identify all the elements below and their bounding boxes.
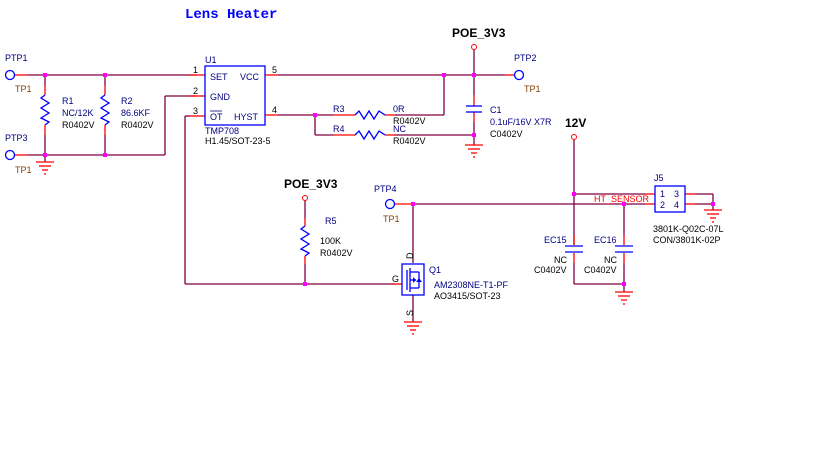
test-point-ptp1[interactable]: PTP1 TP1: [4, 53, 32, 94]
ground-icon: [704, 209, 722, 223]
svg-text:VCC: VCC: [240, 72, 260, 82]
svg-text:0.1uF/16V X7R: 0.1uF/16V X7R: [490, 117, 552, 127]
svg-text:CON/3801K-02P: CON/3801K-02P: [653, 235, 721, 245]
svg-text:3801K-Q02C-07L: 3801K-Q02C-07L: [653, 224, 724, 234]
test-point-ptp2[interactable]: PTP2 TP1: [513, 53, 541, 94]
svg-text:C0402V: C0402V: [584, 265, 617, 275]
svg-text:PTP2: PTP2: [514, 53, 537, 63]
power-port-poe-3v3-top: POE_3V3: [452, 26, 506, 50]
svg-text:PTP3: PTP3: [5, 133, 28, 143]
svg-text:NC: NC: [393, 124, 406, 134]
svg-text:C1: C1: [490, 105, 502, 115]
net-label-ht-sensor: HT_SENSOR: [594, 194, 650, 204]
svg-text:D: D: [405, 252, 415, 259]
svg-text:5: 5: [272, 65, 277, 75]
svg-text:100K: 100K: [320, 236, 341, 246]
svg-text:R3: R3: [333, 104, 345, 114]
svg-text:1: 1: [193, 65, 198, 75]
resistor-r3[interactable]: R3 0R R0402V: [333, 104, 426, 126]
svg-text:SET: SET: [210, 72, 228, 82]
svg-text:12V: 12V: [565, 116, 586, 130]
svg-text:H1.45/SOT-23-5: H1.45/SOT-23-5: [205, 136, 271, 146]
ground-icon: [404, 321, 422, 335]
svg-text:TP1: TP1: [15, 84, 32, 94]
svg-text:NC: NC: [604, 255, 617, 265]
svg-text:0R: 0R: [393, 104, 405, 114]
svg-text:GND: GND: [210, 92, 231, 102]
ic-u1-tmp708[interactable]: U1 1 2 3 4 5 SET GND OT HYST VCC TMP708 …: [193, 55, 277, 146]
svg-text:TP1: TP1: [15, 165, 32, 175]
svg-text:R0402V: R0402V: [62, 120, 95, 130]
svg-text:TP1: TP1: [524, 84, 541, 94]
svg-text:3: 3: [193, 106, 198, 116]
svg-text:4: 4: [674, 200, 679, 210]
svg-text:OT: OT: [210, 112, 223, 122]
svg-text:TP1: TP1: [383, 214, 400, 224]
svg-text:R5: R5: [325, 216, 337, 226]
svg-text:NC/12K: NC/12K: [62, 108, 94, 118]
svg-text:R0402V: R0402V: [393, 136, 426, 146]
svg-text:POE_3V3: POE_3V3: [452, 26, 506, 40]
svg-text:2: 2: [660, 200, 665, 210]
svg-text:PTP4: PTP4: [374, 184, 397, 194]
power-port-12v: 12V: [565, 116, 586, 140]
svg-text:HYST: HYST: [234, 112, 259, 122]
svg-text:EC16: EC16: [594, 235, 617, 245]
power-port-poe-3v3-left: POE_3V3: [284, 177, 338, 201]
resistor-r5[interactable]: R5 100K R0402V: [299, 216, 353, 258]
svg-text:86.6KF: 86.6KF: [121, 108, 151, 118]
svg-text:C0402V: C0402V: [490, 129, 523, 139]
sheet-title: Lens Heater: [185, 7, 277, 23]
mosfet-q1[interactable]: G D S Q1 AM2308NE-T1-PF AO3415/SOT-23: [392, 252, 509, 316]
test-point-ptp4[interactable]: PTP4 TP1: [374, 184, 400, 224]
svg-text:4: 4: [272, 105, 277, 115]
capacitor-ec16[interactable]: EC16 NC C0402V: [584, 235, 633, 275]
svg-text:POE_3V3: POE_3V3: [284, 177, 338, 191]
svg-text:R2: R2: [121, 96, 133, 106]
resistor-r1[interactable]: R1 NC/12K R0402V: [39, 94, 95, 130]
junctions: [43, 73, 715, 286]
connector-j5[interactable]: J5 1 3 2 4 3801K-Q02C-07L CON/3801K-02P: [653, 173, 724, 245]
svg-text:G: G: [392, 274, 399, 284]
svg-text:U1: U1: [205, 55, 217, 65]
test-point-ptp3[interactable]: PTP3 TP1: [4, 133, 32, 175]
svg-text:R0402V: R0402V: [121, 120, 154, 130]
ground-icon: [615, 291, 633, 305]
svg-text:R0402V: R0402V: [320, 248, 353, 258]
capacitor-c1[interactable]: C1 0.1uF/16V X7R C0402V: [466, 105, 552, 139]
svg-text:J5: J5: [654, 173, 664, 183]
ground-icon: [36, 161, 54, 175]
svg-text:AM2308NE-T1-PF: AM2308NE-T1-PF: [434, 280, 509, 290]
svg-text:R4: R4: [333, 124, 345, 134]
capacitor-ec15[interactable]: EC15 NC C0402V: [534, 235, 583, 275]
svg-text:S: S: [405, 310, 415, 316]
svg-text:PTP1: PTP1: [5, 53, 28, 63]
svg-text:1: 1: [660, 189, 665, 199]
svg-text:3: 3: [674, 189, 679, 199]
resistor-r4[interactable]: R4 NC R0402V: [333, 124, 426, 146]
svg-text:2: 2: [193, 86, 198, 96]
resistor-r2[interactable]: R2 86.6KF R0402V: [99, 94, 154, 130]
ground-icon: [465, 144, 483, 158]
svg-text:R1: R1: [62, 96, 74, 106]
wires: [15, 50, 714, 322]
svg-text:R0402V: R0402V: [393, 116, 426, 126]
svg-text:NC: NC: [554, 255, 567, 265]
svg-text:C0402V: C0402V: [534, 265, 567, 275]
svg-text:Q1: Q1: [429, 265, 441, 275]
svg-text:AO3415/SOT-23: AO3415/SOT-23: [434, 291, 501, 301]
svg-text:EC15: EC15: [544, 235, 567, 245]
svg-text:TMP708: TMP708: [205, 126, 239, 136]
